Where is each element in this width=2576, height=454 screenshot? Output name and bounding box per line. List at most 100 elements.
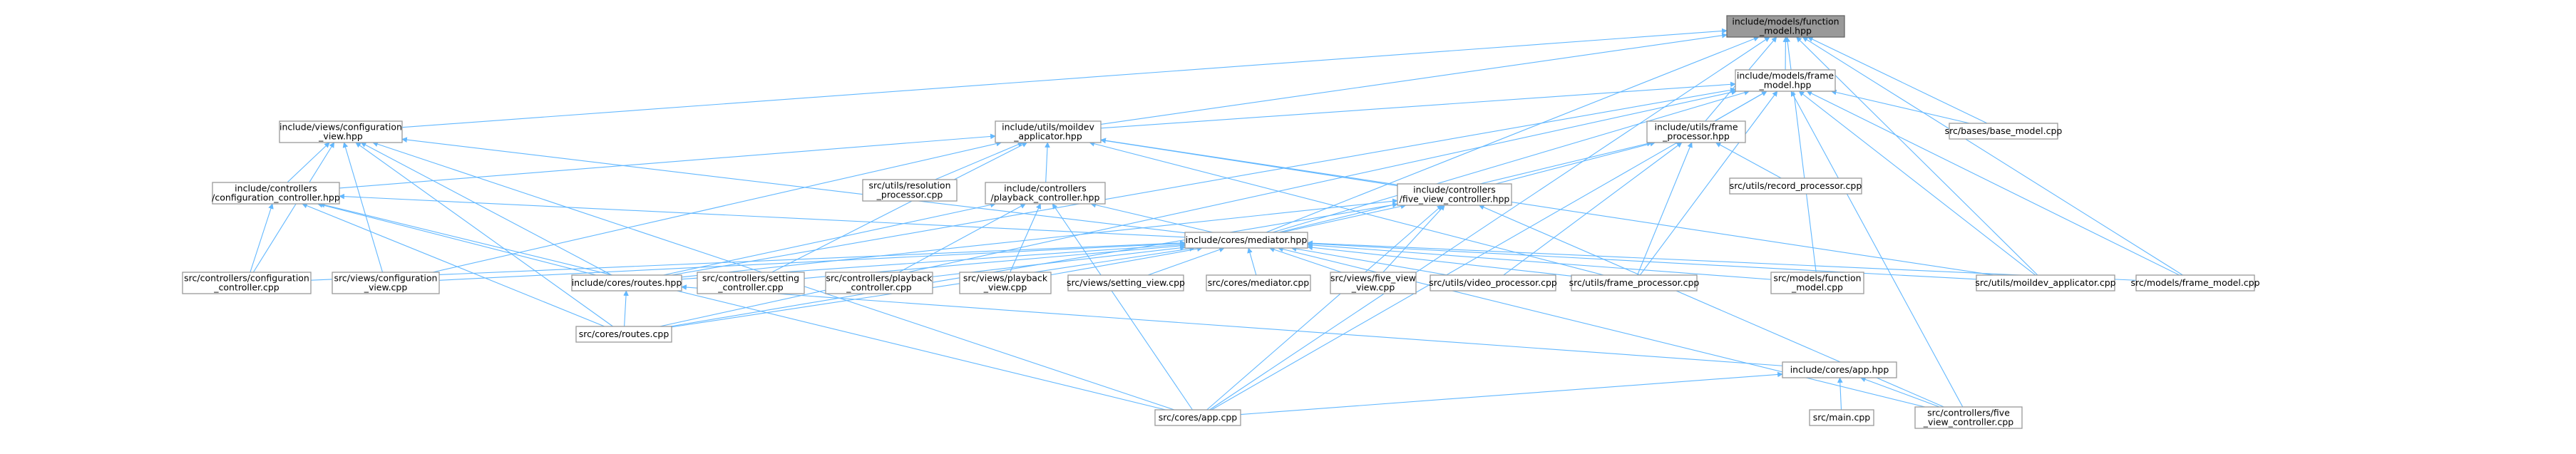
edge-line (1045, 142, 1050, 183)
node-label: include/cores/routes.hpp (572, 277, 682, 288)
node-label: _applicator.hpp (1013, 131, 1082, 142)
node-box[interactable] (1397, 183, 1512, 206)
node-box[interactable] (862, 179, 958, 202)
node-box[interactable] (571, 274, 682, 292)
edge-configuration_controller_hpp-to-routes_cpp (302, 203, 605, 327)
node-routes-hpp[interactable]: include/cores/routes.hpp (571, 274, 682, 292)
node-five-view-view-cpp[interactable]: src/views/five_view_view.cpp (1330, 272, 1417, 294)
node-video-processor-cpp[interactable]: src/utils/video_processor.cpp (1429, 274, 1557, 292)
node-playback-view-cpp[interactable]: src/views/playback_view.cpp (959, 272, 1052, 294)
node-box[interactable] (1067, 274, 1184, 292)
node-function-model-hpp[interactable]: include/models/function_model.hpp (1726, 15, 1845, 38)
edge-line (1089, 141, 1604, 276)
edge-line (623, 290, 629, 327)
node-moildev-applicator-cpp[interactable]: src/utils/moildev_applicator.cpp (1975, 274, 2116, 292)
node-box[interactable] (279, 120, 403, 143)
node-resolution-processor-cpp[interactable]: src/utils/resolution_processor.cpp (862, 179, 958, 202)
node-label: include/cores/app.hpp (1790, 364, 1889, 375)
node-box[interactable] (1809, 409, 1874, 426)
node-box[interactable] (1571, 274, 1698, 292)
node-function-model-cpp[interactable]: src/models/function_model.cpp (1770, 272, 1864, 294)
node-label: include/models/frame (1737, 71, 1834, 81)
node-label: src/utils/record_processor.cpp (1730, 180, 1862, 191)
edge-line (1290, 246, 1448, 276)
node-moildev-applicator-hpp[interactable]: include/utils/moildev_applicator.hpp (995, 120, 1102, 143)
node-configuration-controller-hpp[interactable]: include/controllers/configuration_contro… (212, 182, 340, 205)
edge-line (1266, 36, 1760, 233)
node-label: src/views/five_view (1330, 273, 1416, 284)
edge-mediator_hpp-to-playback_view_cpp (1050, 246, 1203, 276)
edge-line (1100, 81, 1736, 129)
node-box[interactable] (985, 182, 1106, 205)
node-box[interactable] (1154, 409, 1241, 426)
edge-function_model_hpp-to-app_cpp (1209, 36, 1770, 411)
node-box[interactable] (959, 272, 1052, 294)
node-playback-controller-cpp[interactable]: src/controllers/playback_controller.cpp (825, 272, 933, 294)
edge-line (342, 142, 384, 273)
node-box[interactable] (1735, 69, 1836, 92)
edge-moildev_applicator_hpp-to-configuration_view_cpp (432, 140, 1002, 273)
node-box[interactable] (1782, 361, 1897, 378)
node-setting-controller-cpp[interactable]: src/controllers/setting_controller.cpp (697, 272, 805, 294)
edge-line (1100, 32, 1728, 125)
node-frame-processor-hpp[interactable]: include/utils/frame_processor.hpp (1646, 120, 1746, 143)
node-box[interactable] (1646, 120, 1746, 143)
node-box[interactable] (332, 272, 440, 294)
node-setting-view-cpp[interactable]: src/views/setting_view.cpp (1067, 274, 1185, 292)
edge-line (1859, 376, 1940, 408)
node-box[interactable] (1726, 15, 1845, 38)
edge-line (663, 202, 996, 276)
node-playback-controller-hpp[interactable]: include/controllers/playback_controller.… (985, 182, 1106, 205)
node-five-view-controller-hpp[interactable]: include/controllers/five_view_controller… (1397, 183, 1512, 206)
node-box[interactable] (1976, 274, 2115, 292)
node-configuration-view-cpp[interactable]: src/views/configuration_view.cpp (332, 272, 440, 294)
node-box[interactable] (1770, 272, 1864, 294)
node-box[interactable] (1729, 177, 1862, 195)
node-five-view-controller-cpp[interactable]: src/controllers/five_view_controller.cpp (1914, 406, 2023, 429)
node-frame-model-cpp[interactable]: src/models/frame_model.cpp (2130, 274, 2260, 292)
node-box[interactable] (1206, 274, 1311, 292)
node-app-cpp[interactable]: src/cores/app.cpp (1154, 409, 1241, 426)
node-app-hpp[interactable]: include/cores/app.hpp (1782, 361, 1897, 378)
node-routes-cpp[interactable]: src/cores/routes.cpp (575, 326, 672, 343)
node-box[interactable] (2135, 274, 2255, 292)
node-label: src/utils/frame_processor.cpp (1569, 277, 1700, 288)
node-box[interactable] (1184, 232, 1308, 249)
edge-line (1830, 89, 1970, 124)
node-box[interactable] (995, 120, 1102, 143)
node-label: include/models/function (1732, 16, 1839, 27)
node-label: src/models/function (1773, 273, 1861, 284)
node-label: include/cores/mediator.hpp (1186, 234, 1308, 245)
edge-moildev_applicator_hpp-to-setting_controller_cpp (771, 142, 1028, 273)
node-frame-model-hpp[interactable]: include/models/frame_model.hpp (1735, 69, 1836, 92)
edge-mediator_hpp-to-five_view_view_cpp (1268, 247, 1342, 273)
node-box[interactable] (1430, 274, 1556, 292)
edge-line (1807, 36, 1988, 124)
edge-line (898, 203, 1026, 273)
node-box[interactable] (182, 272, 312, 294)
node-box[interactable] (575, 326, 672, 343)
node-label: /five_view_controller.hpp (1400, 194, 1510, 205)
edge-line (1802, 36, 2183, 276)
node-main-cpp[interactable]: src/main.cpp (1809, 409, 1874, 426)
node-configuration-controller-cpp[interactable]: src/controllers/configuration_controller… (182, 272, 312, 294)
edge-line (681, 198, 1398, 278)
node-configuration-view-hpp[interactable]: include/views/configuration_view.hpp (279, 120, 403, 143)
node-label: _model.hpp (1759, 80, 1812, 91)
node-mediator-hpp[interactable]: include/cores/mediator.hpp (1184, 232, 1308, 249)
edge-five_view_controller_hpp-to-mediator_hpp (1282, 203, 1407, 233)
node-frame-processor-cpp[interactable]: src/utils/frame_processor.cpp (1569, 274, 1700, 292)
node-box[interactable] (1330, 272, 1417, 294)
node-box[interactable] (212, 182, 340, 205)
node-base-model-cpp[interactable]: src/bases/base_model.cpp (1945, 123, 2063, 140)
edge-function_model_hpp-to-frame_model_cpp (1802, 36, 2183, 276)
node-box[interactable] (1949, 123, 2058, 140)
edge-frame_processor_hpp-to-frame_processor_cpp (1637, 142, 1693, 276)
edge-line (250, 203, 274, 273)
node-mediator-cpp[interactable]: src/cores/mediator.cpp (1206, 274, 1311, 292)
node-box[interactable] (825, 272, 933, 294)
node-label: src/utils/moildev_applicator.cpp (1975, 277, 2115, 288)
node-box[interactable] (1914, 406, 2023, 429)
node-record-processor-cpp[interactable]: src/utils/record_processor.cpp (1729, 177, 1862, 195)
node-box[interactable] (697, 272, 805, 294)
